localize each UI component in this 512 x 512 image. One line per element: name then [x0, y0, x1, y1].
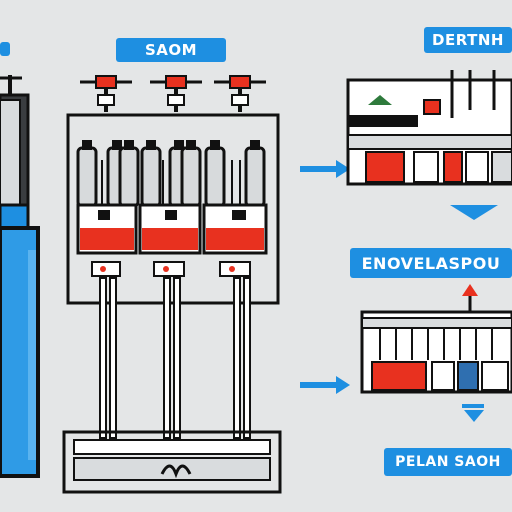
valve-head-3 — [214, 75, 266, 112]
center-rack — [62, 75, 282, 494]
downpipes — [99, 277, 251, 439]
left-tank — [0, 75, 40, 478]
arrow-right-lower — [300, 376, 350, 394]
bottle-group — [76, 140, 266, 208]
chamber-1 — [76, 203, 138, 255]
base-tray — [62, 430, 282, 494]
edge-label-tab — [0, 42, 10, 56]
arrow-right-upper — [300, 160, 350, 178]
label-bottom-right: PELAN SAOH — [384, 448, 512, 476]
arrow-down-upper — [450, 205, 498, 220]
facility-lower — [360, 284, 512, 394]
valve-head-1 — [80, 75, 132, 112]
label-mid-right: ENOVELASPOU — [350, 248, 512, 278]
label-top-center: SAOM — [116, 38, 226, 62]
chamber-2 — [138, 203, 202, 255]
arrow-down-lower — [462, 404, 484, 422]
valve-head-2 — [150, 75, 202, 112]
facility-upper — [346, 70, 512, 186]
chamber-3 — [202, 203, 268, 255]
label-top-right: DERTNH — [424, 27, 512, 53]
